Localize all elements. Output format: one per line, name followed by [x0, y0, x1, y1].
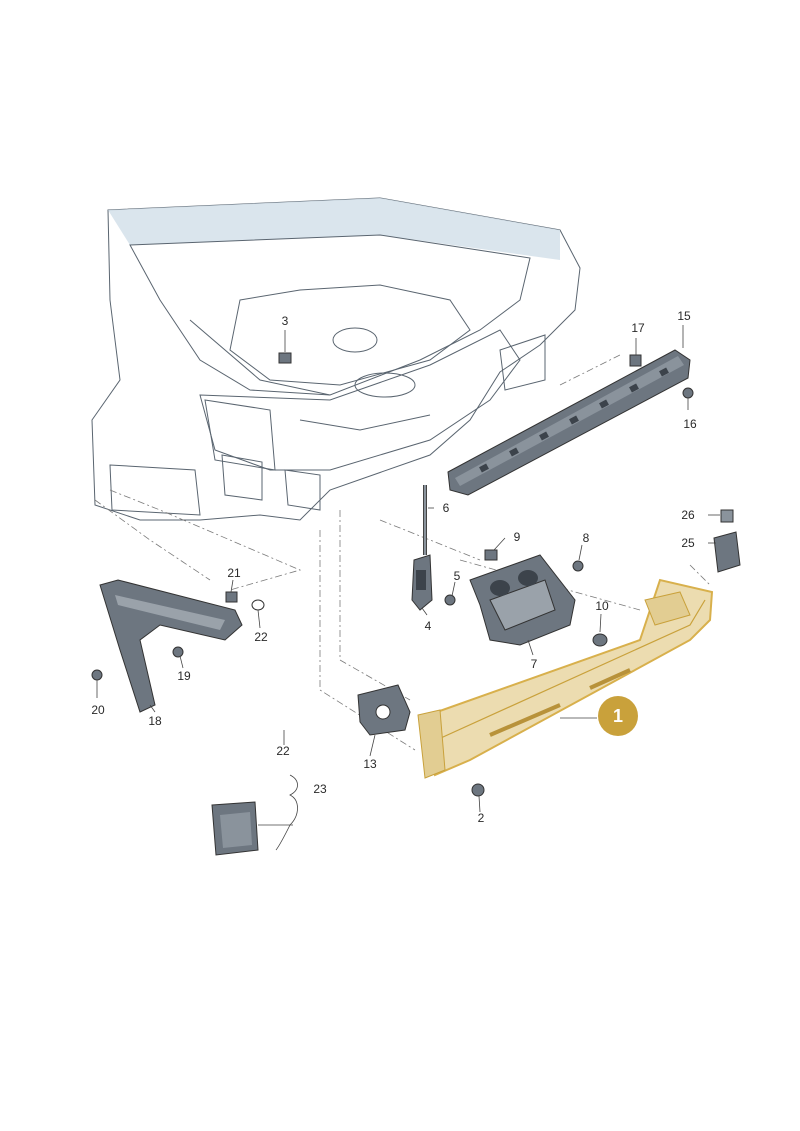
callout-badge-1: 1: [598, 696, 638, 736]
part-8-bolt: [572, 560, 584, 572]
callout-2: 2: [478, 811, 485, 825]
callout-25: 25: [681, 536, 695, 550]
part-21-nut: [225, 591, 238, 603]
installation-lines: [94, 354, 711, 751]
part-26-clip: [720, 509, 734, 523]
callout-9: 9: [514, 530, 521, 544]
callout-26: 26: [681, 508, 695, 522]
part-19-bolt: [172, 646, 184, 658]
callout-1: 1: [613, 706, 623, 726]
callout-4: 4: [425, 619, 432, 633]
callout-22-upper: 22: [254, 630, 268, 644]
part-3-nut: [278, 352, 292, 364]
callout-6: 6: [443, 501, 450, 515]
callout-16: 16: [683, 417, 697, 431]
part-15-impact-absorber: [447, 349, 691, 496]
callout-15: 15: [677, 309, 691, 323]
part-2-bolt: [471, 783, 485, 797]
part-13-plate: [357, 684, 411, 736]
callout-23: 23: [313, 782, 327, 796]
part-20-bolt: [91, 669, 103, 681]
callout-3: 3: [282, 314, 289, 328]
callout-5: 5: [454, 569, 461, 583]
part-16-bolt: [682, 387, 694, 410]
callout-13: 13: [363, 757, 377, 771]
part-9-nut: [484, 549, 498, 561]
part-23-pouch: [211, 801, 259, 856]
callout-22-lower: 22: [276, 744, 290, 758]
fasteners: [91, 352, 694, 797]
part-5-bolt: [444, 594, 456, 606]
callout-21: 21: [227, 566, 241, 580]
part-4-holder: [411, 554, 433, 611]
leader-lines: [96, 325, 720, 851]
part-1-bumper-reinforcement: [417, 578, 714, 779]
part-10-nut: [592, 633, 608, 647]
callout-7: 7: [531, 657, 538, 671]
callout-17: 17: [631, 321, 645, 335]
callout-10: 10: [595, 599, 609, 613]
callout-8: 8: [583, 531, 590, 545]
vehicle-rear-body: [91, 197, 581, 521]
part-25-holder: [713, 531, 741, 573]
callout-labels: 3 17 15 16 6 9 8 5 4 7 10 26 25 21 22 19…: [91, 309, 697, 825]
part-18-side-guide: [99, 579, 243, 713]
callout-19: 19: [177, 669, 191, 683]
callout-18: 18: [148, 714, 162, 728]
callout-20: 20: [91, 703, 105, 717]
part-22-washer: [251, 599, 265, 611]
part-7-bracket: [469, 554, 576, 646]
part-17-nut: [629, 354, 642, 367]
